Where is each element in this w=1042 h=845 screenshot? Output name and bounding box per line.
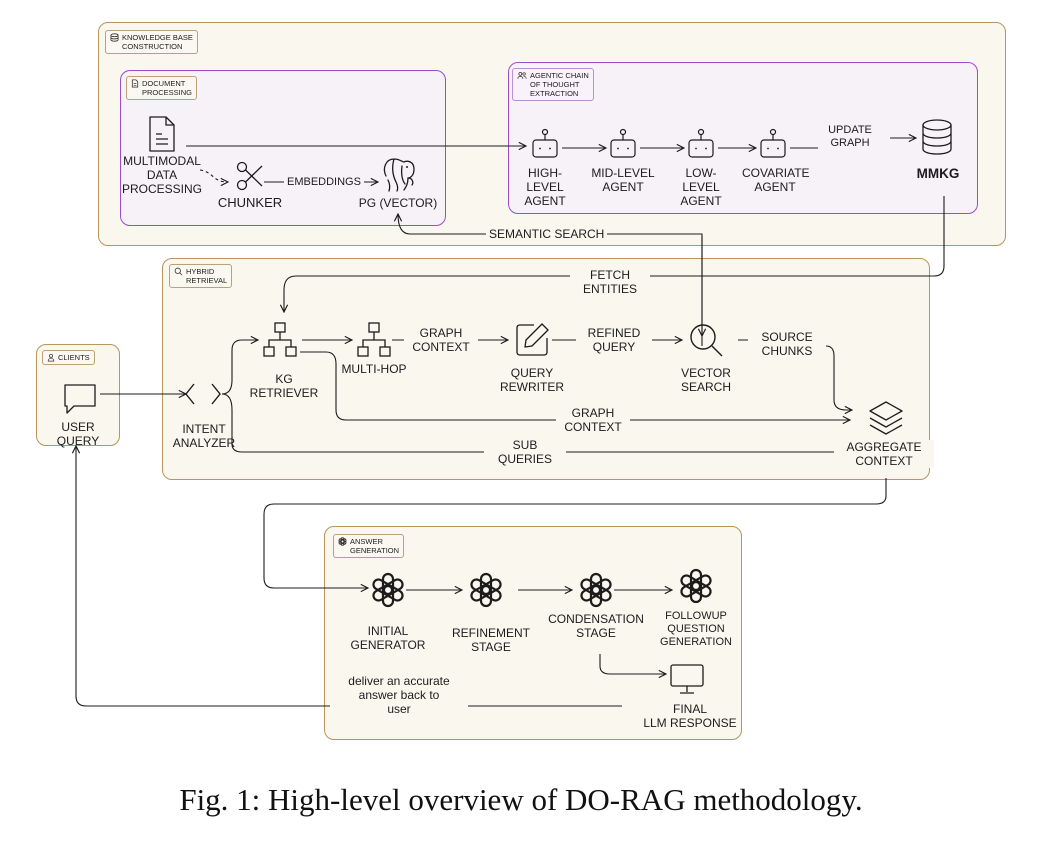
embeddings-label: EMBEDDINGS (284, 176, 364, 189)
deliver-answer-label: deliver an accurate answer back to user (330, 674, 468, 716)
magnifier-icon (690, 324, 723, 357)
edge-final-to-user (76, 446, 622, 707)
openai-logo-icon (580, 572, 612, 608)
robot-icon (688, 128, 714, 158)
robot-icon (532, 128, 558, 158)
mmkg-label: MMKG (916, 166, 960, 181)
chat-bubble-icon (64, 384, 96, 414)
covariate-agent-label: COVARIATE AGENT (742, 166, 810, 194)
vector-search-label: VECTOR SEARCH (680, 366, 731, 394)
graph-context-top-label: GRAPH CONTEXT (404, 326, 478, 354)
condensation-stage-label: CONDENSATION STAGE (548, 612, 644, 640)
user-icon (47, 353, 55, 362)
document-icon (131, 79, 139, 88)
layers-icon (869, 401, 903, 435)
document-processing-tag: DOCUMENT PROCESSING (126, 76, 198, 100)
hierarchy-icon (357, 322, 391, 357)
document-icon (149, 116, 175, 152)
high-level-agent-label: HIGH-LEVEL AGENT (524, 166, 566, 208)
answer-generation-label: ANSWER GENERATION (350, 537, 400, 555)
edge-semantic-search-to-pg (398, 214, 703, 346)
openai-logo-icon (372, 572, 404, 608)
users-icon (517, 71, 527, 79)
edge-aggregate-to-initial (263, 478, 887, 588)
scissors-icon (236, 161, 263, 191)
edge-condensation-to-final (599, 654, 666, 674)
edge-intent-sub-queries (221, 393, 850, 452)
refinement-stage-label: REFINEMENT STAGE (452, 626, 530, 654)
hybrid-retrieval-tag: HYBRID RETRIEVAL (169, 264, 233, 288)
knowledge-base-label: KNOWLEDGE BASE CONSTRUCTION (122, 33, 193, 51)
update-graph-label: UPDATE GRAPH (818, 124, 882, 150)
query-rewriter-label: QUERY REWRITER (500, 366, 564, 394)
agentic-chain-tag: AGENTIC CHAIN OF THOUGHT EXTRACTION (512, 68, 594, 101)
initial-generator-label: INITIAL GENERATOR (350, 624, 426, 652)
robot-icon (610, 128, 636, 158)
database-icon (922, 119, 952, 155)
fetch-entities-label: FETCH ENTITIES (570, 268, 650, 296)
code-brackets-icon (185, 383, 221, 405)
edge-intent-to-kg (221, 340, 258, 395)
edge-kg-graph-context (300, 351, 850, 420)
refined-query-label: REFINED QUERY (576, 326, 652, 354)
aggregate-context-label: AGGREGATE CONTEXT (834, 440, 934, 468)
mid-level-agent-label: MID-LEVEL AGENT (591, 166, 655, 194)
hierarchy-icon (263, 322, 297, 357)
clients-label: CLIENTS (58, 353, 90, 362)
low-level-agent-label: LOW-LEVEL AGENT (680, 166, 722, 208)
openai-logo-icon (680, 568, 712, 604)
robot-icon (760, 128, 786, 158)
elephant-icon (383, 158, 415, 192)
user-query-label: USER QUERY (56, 420, 100, 448)
openai-logo-icon (338, 537, 347, 546)
graph-context-bottom-label: GRAPH CONTEXT (556, 406, 630, 434)
kg-retriever-label: KG RETRIEVER (249, 372, 319, 400)
database-icon (110, 33, 119, 42)
multimodal-label: MULTIMODAL DATA PROCESSING (122, 154, 203, 196)
edge-vector-to-aggregate (738, 339, 852, 410)
answer-generation-tag: ANSWER GENERATION (333, 534, 405, 558)
openai-logo-icon (470, 572, 502, 608)
hybrid-retrieval-label: HYBRID RETRIEVAL (186, 267, 228, 285)
edge-multimodal-to-chunker (199, 169, 228, 182)
followup-label: FOLLOWUP QUESTION GENERATION (660, 610, 732, 648)
sub-queries-label: SUB QUERIES (484, 438, 566, 466)
agentic-chain-label: AGENTIC CHAIN OF THOUGHT EXTRACTION (530, 71, 589, 98)
intent-analyzer-label: INTENT ANALYZER (172, 422, 236, 450)
document-processing-label: DOCUMENT PROCESSING (142, 79, 193, 97)
chunker-label: CHUNKER (217, 195, 283, 210)
pencil-square-icon (516, 323, 549, 356)
figure-caption: Fig. 1: High-level overview of DO-RAG me… (179, 782, 863, 817)
pg-vector-label: PG (VECTOR) (358, 196, 438, 210)
clients-tag: CLIENTS (42, 350, 95, 365)
search-icon (174, 267, 183, 276)
source-chunks-label: SOURCE CHUNKS (748, 330, 826, 358)
knowledge-base-tag: KNOWLEDGE BASE CONSTRUCTION (105, 30, 198, 54)
monitor-icon (670, 664, 704, 694)
final-response-label: FINAL LLM RESPONSE (640, 702, 740, 730)
multi-hop-label: MULTI-HOP (341, 362, 407, 376)
semantic-search-label: SEMANTIC SEARCH (486, 227, 608, 241)
